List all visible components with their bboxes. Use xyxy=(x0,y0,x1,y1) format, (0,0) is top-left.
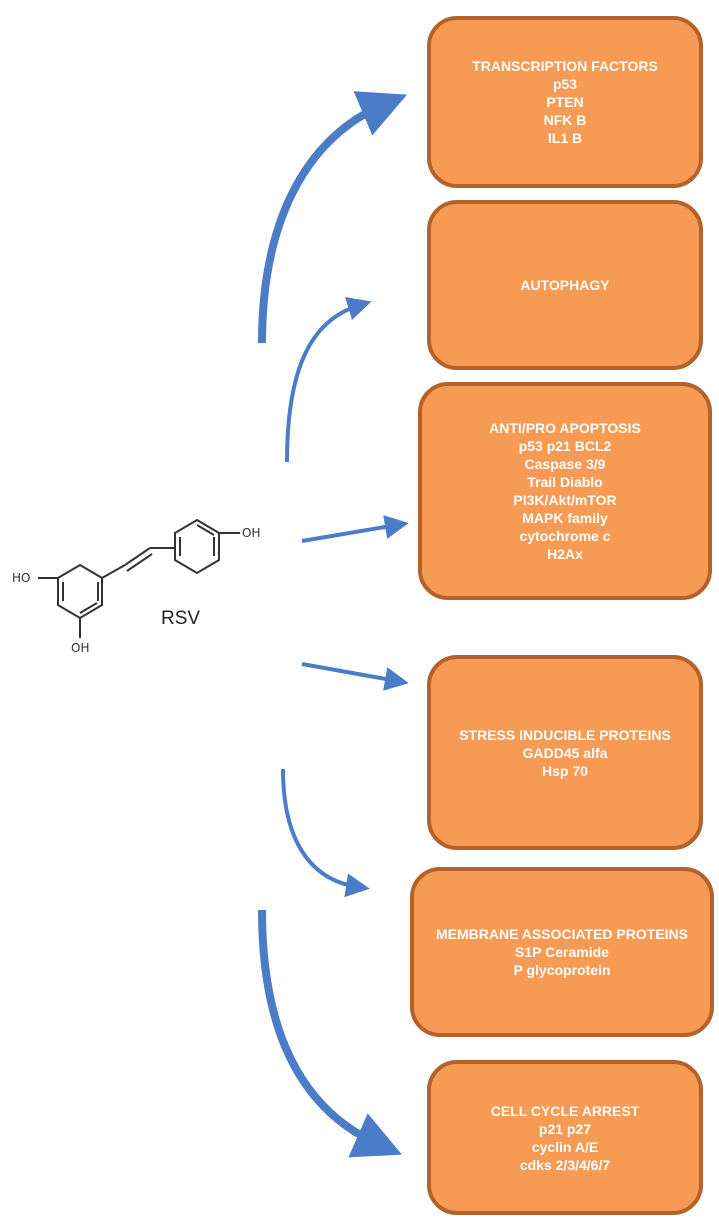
oh-label-left: HO xyxy=(12,571,30,585)
box-title: MEMBRANE ASSOCIATED PROTEINS xyxy=(435,926,688,942)
oh-label-bottom: OH xyxy=(71,641,89,655)
oh-label-right: OH xyxy=(242,526,260,540)
box-item: NFK B xyxy=(543,112,587,128)
box-item: p53 xyxy=(552,76,578,92)
box-item: PI3K/Akt/mTOR xyxy=(513,492,617,508)
box-autophagy: AUTOPHAGY xyxy=(427,200,703,370)
box-item: Hsp 70 xyxy=(542,762,588,779)
box-item: S1P Ceramide xyxy=(515,944,609,960)
box-item: cdks 2/3/4/6/7 xyxy=(519,1156,611,1173)
box-membrane-associated-proteins: MEMBRANE ASSOCIATED PROTEINS S1P Ceramide… xyxy=(410,867,714,1037)
arrow-to-apoptosis xyxy=(301,515,409,543)
box-item: PTEN xyxy=(546,94,584,110)
box-item: MAPK family xyxy=(522,510,608,526)
box-item: Trail Diablo xyxy=(527,474,603,490)
box-title: ANTI/PRO APOPTOSIS xyxy=(489,420,641,436)
box-item: Caspase 3/9 xyxy=(524,456,606,472)
box-item: cytochrome c xyxy=(519,528,611,544)
box-item: GADD45 alfa xyxy=(522,744,608,761)
box-title: TRANSCRIPTION FACTORS xyxy=(472,58,658,74)
arrow-to-cell-cycle-arrest xyxy=(258,909,402,1158)
box-item: P glycoprotein xyxy=(513,962,611,978)
box-item: p53 p21 BCL2 xyxy=(518,438,612,454)
arrow-to-transcription-factors xyxy=(258,91,408,344)
arrow-to-stress-proteins xyxy=(301,662,409,691)
box-item: H2Ax xyxy=(547,546,583,562)
arrow-to-autophagy xyxy=(285,296,372,463)
box-title: STRESS INDUCIBLE PROTEINS xyxy=(459,726,671,743)
box-title: CELL CYCLE ARREST xyxy=(490,1102,640,1119)
box-item: cyclin A/E xyxy=(531,1138,599,1155)
box-title: AUTOPHAGY xyxy=(520,277,610,293)
resveratrol-structure xyxy=(38,518,240,638)
arrow-to-membrane-proteins xyxy=(281,768,370,898)
box-item: IL1 B xyxy=(547,130,583,146)
molecule-label: RSV xyxy=(161,608,201,629)
box-item: p21 p27 xyxy=(538,1120,592,1137)
